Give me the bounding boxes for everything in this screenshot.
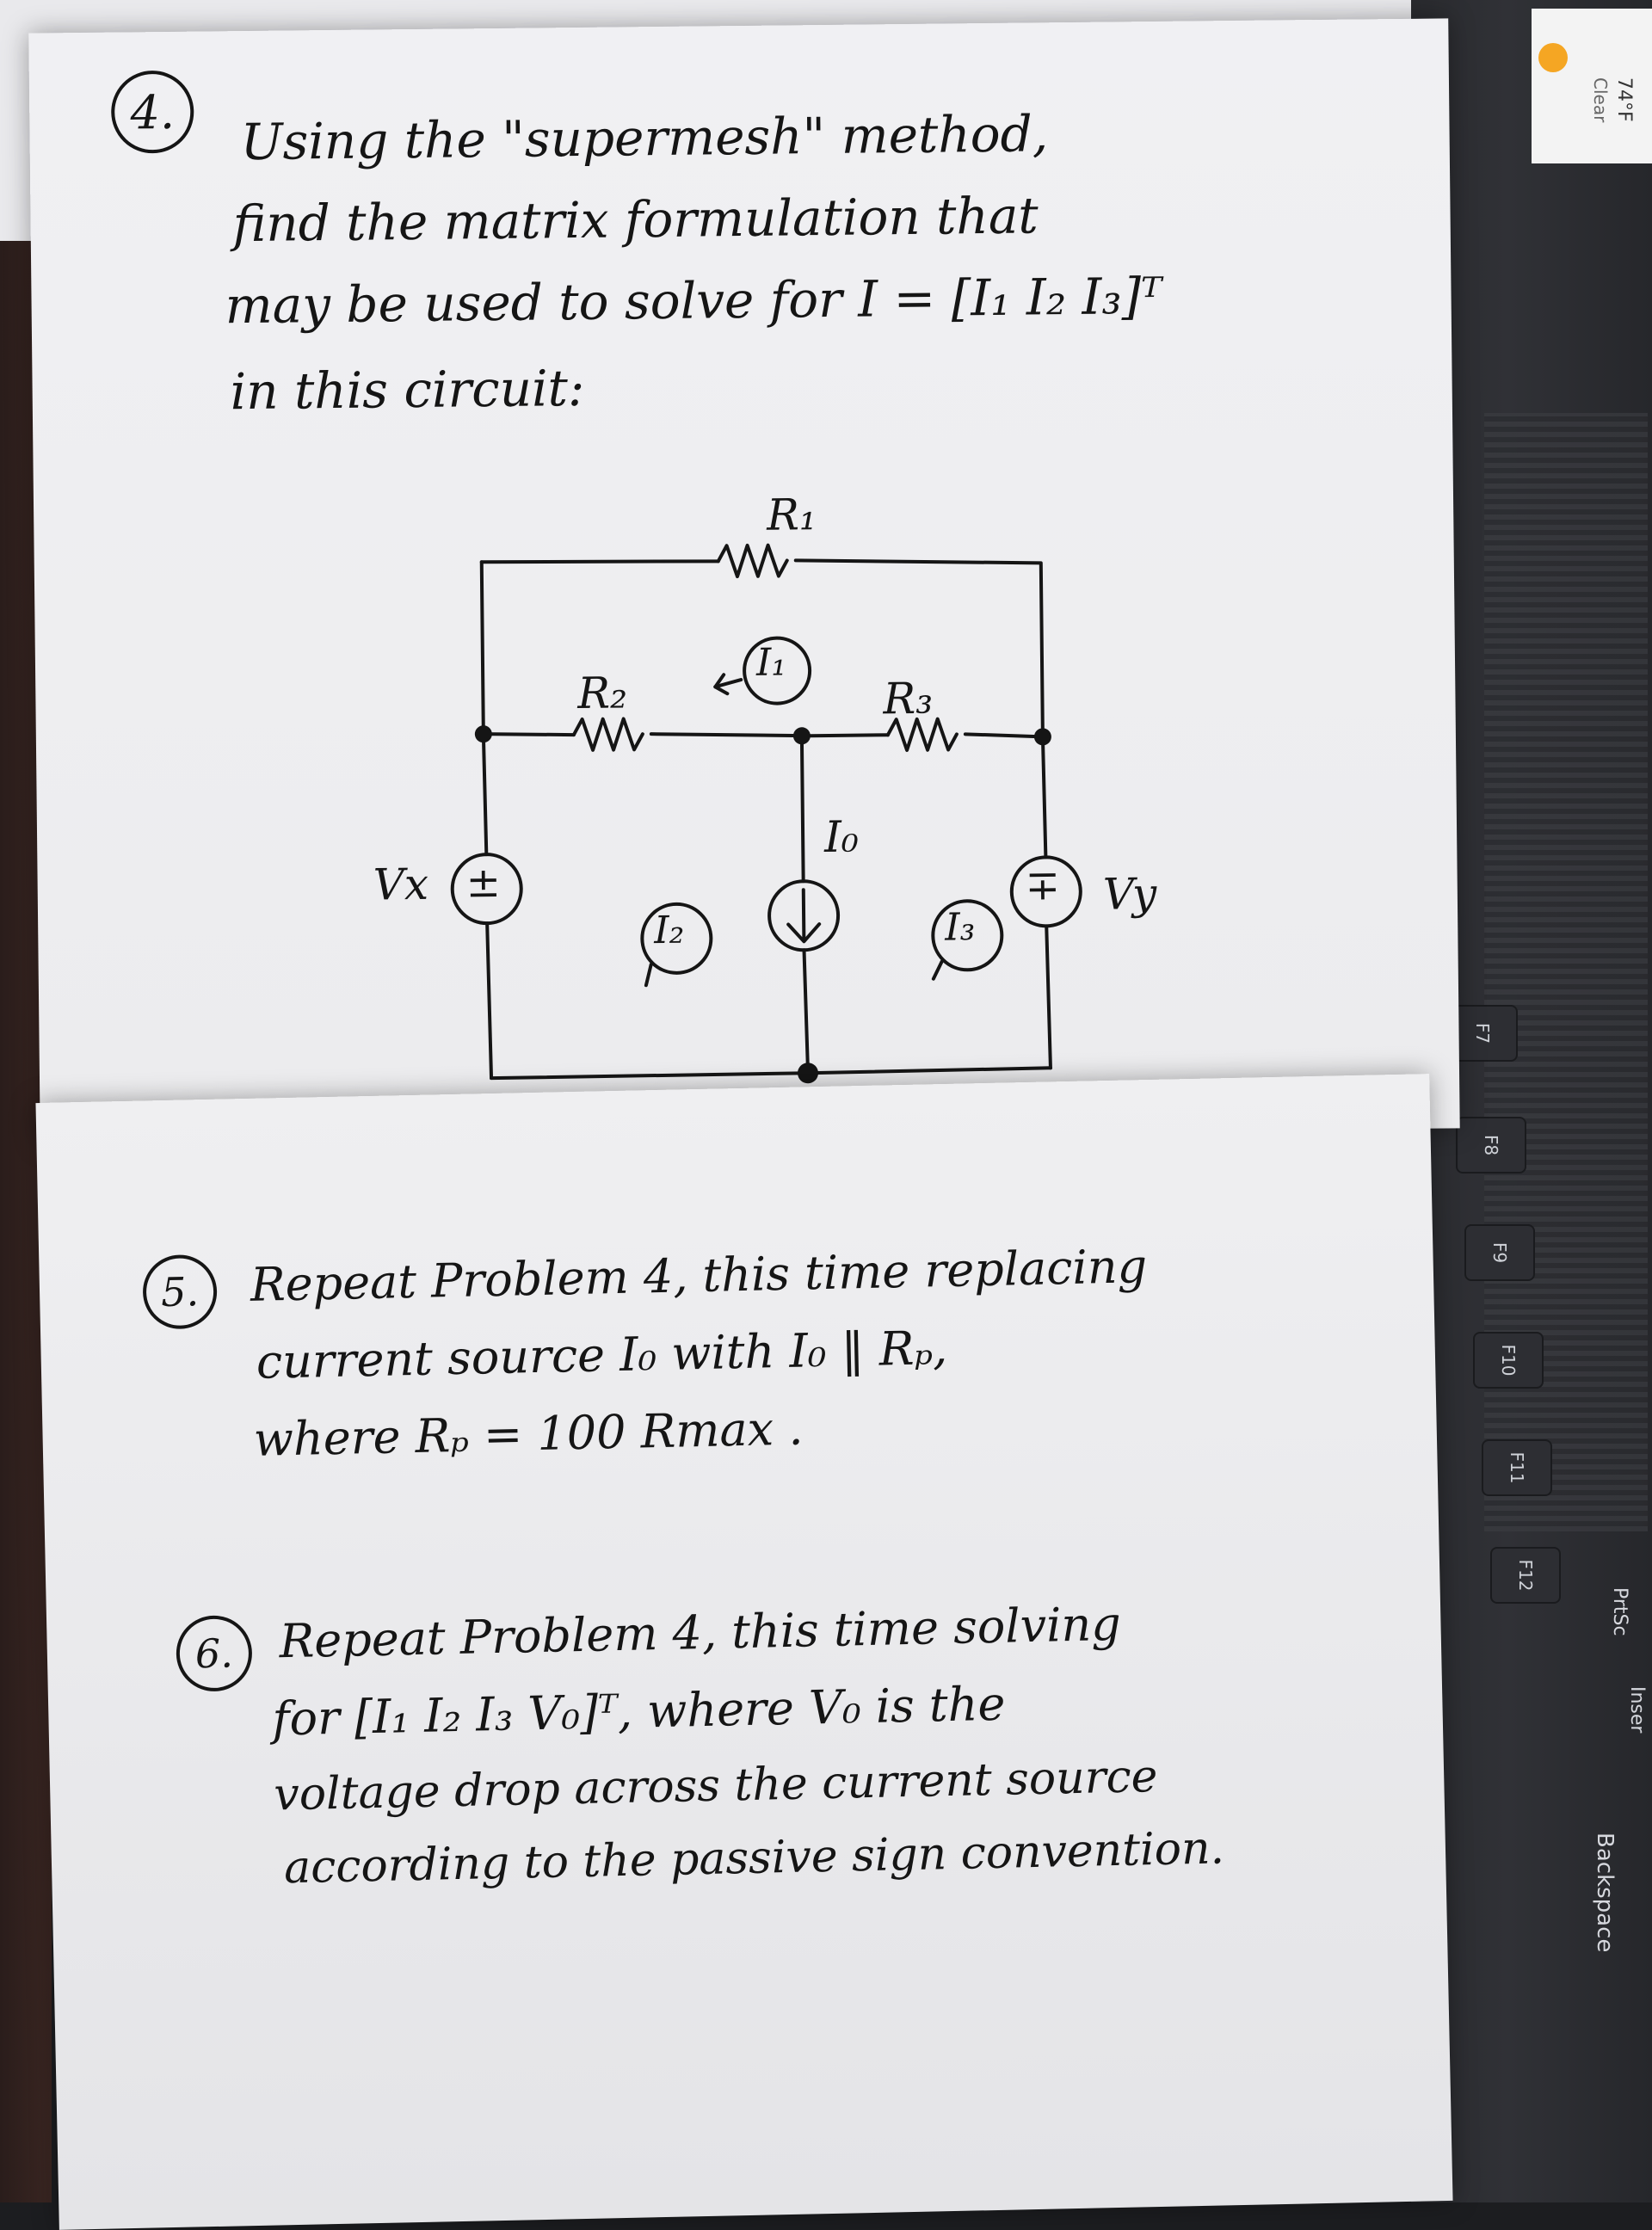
label-r1: R₁ [766, 490, 817, 540]
key-prtsc: PrtSc [1609, 1587, 1630, 1636]
problem-6-line-3: voltage drop across the current source [273, 1750, 1158, 1821]
problem-6-line-4: according to the passive sign convention… [283, 1822, 1225, 1894]
problem-6-number: 6. [175, 1614, 253, 1692]
problem-5-number: 5. [142, 1254, 218, 1330]
problem-6-line-1: Repeat Problem 4, this time solving [278, 1596, 1122, 1669]
circuit-diagram: R₁ R₂ R₃ Vx Vy I₀ I₁ I₂ I₃ ± ∓ [28, 18, 1459, 1143]
label-io: I₀ [823, 811, 860, 863]
key-f12: F12 [1490, 1547, 1561, 1604]
key-f10: F10 [1473, 1332, 1544, 1389]
weather-temp: 74°F [1613, 77, 1635, 122]
paper-sheet-1: 4. Using the "supermesh" method, find th… [28, 18, 1460, 1143]
key-f11: F11 [1482, 1439, 1552, 1496]
problem-5-line-3: where Rₚ = 100 Rmax . [253, 1401, 804, 1467]
weather-widget: 74°F Clear [1532, 9, 1652, 163]
sun-icon [1538, 43, 1568, 72]
problem-6-line-2: for [I₁ I₂ I₃ V₀]ᵀ, where V₀ is the [271, 1676, 1006, 1746]
label-r3: R₃ [883, 673, 934, 724]
label-i3: I₃ [944, 905, 976, 950]
label-vx: Vx [373, 859, 429, 910]
problem-5-line-2: current source I₀ with I₀ ‖ Rₚ, [256, 1320, 948, 1389]
key-backspace: Backspace [1592, 1833, 1618, 1953]
key-f9: F9 [1464, 1224, 1535, 1281]
weather-desc: Clear [1590, 77, 1611, 123]
vx-polarity-symbol: ± [465, 858, 502, 908]
label-i1: I₁ [755, 640, 787, 685]
key-insert: Inser [1626, 1686, 1648, 1734]
key-f8: F8 [1456, 1117, 1526, 1174]
label-vy: Vy [1102, 869, 1157, 920]
label-i2: I₂ [653, 908, 685, 953]
problem-5-line-1: Repeat Problem 4, this time replacing [250, 1239, 1148, 1312]
paper-sheet-2: 5. Repeat Problem 4, this time replacing… [35, 1074, 1453, 2230]
circuit-wires [450, 543, 1082, 1084]
label-r2: R₂ [577, 668, 628, 719]
vy-polarity-symbol: ∓ [1025, 861, 1061, 910]
